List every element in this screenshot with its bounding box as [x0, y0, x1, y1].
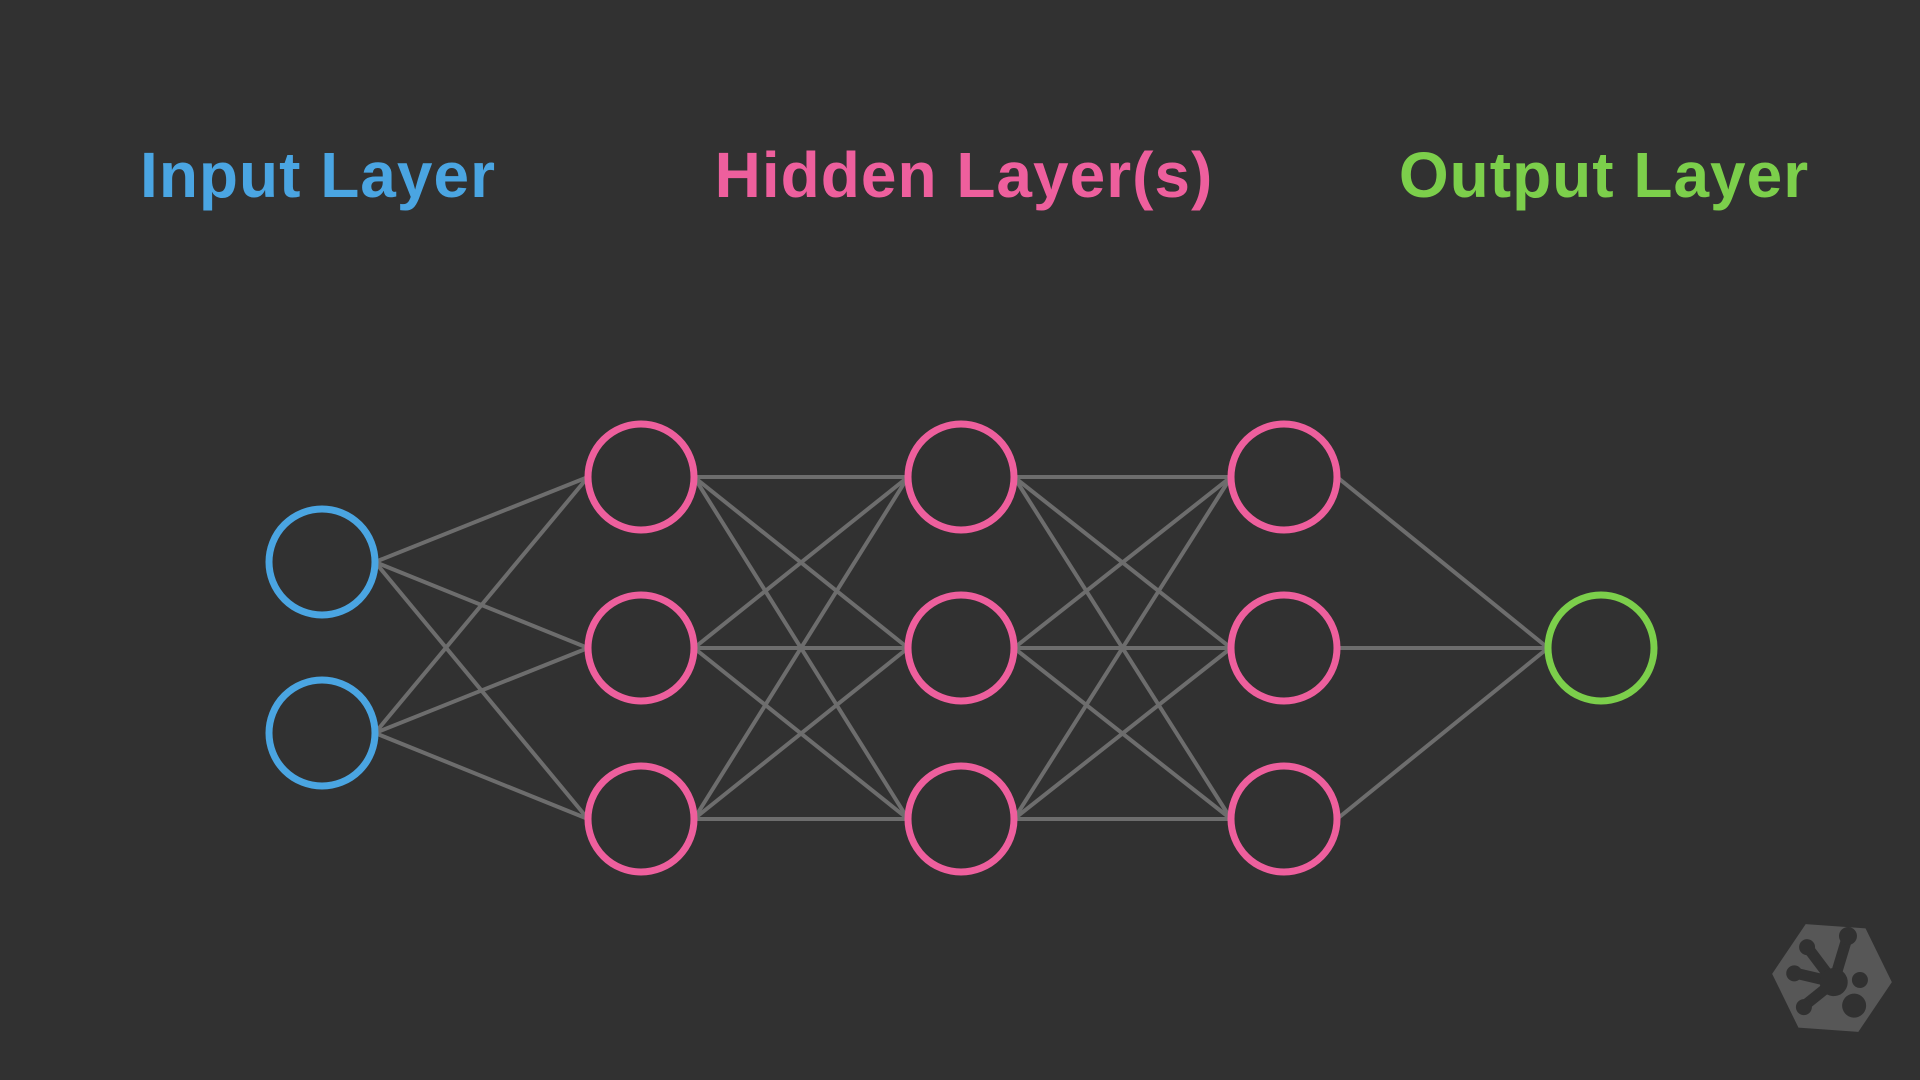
hidden-2-node [904, 762, 1018, 876]
network-edge [374, 646, 589, 735]
output-layer-label: Output Layer [1398, 139, 1810, 211]
hidden-3-node [1227, 591, 1341, 705]
network-edge [692, 475, 910, 650]
network-edge [1335, 646, 1550, 821]
input-layer-label: Input Layer [140, 139, 496, 211]
hidden-1-node [584, 591, 698, 705]
input-node [265, 676, 379, 790]
hidden-layer-label: Hidden Layer(s) [714, 139, 1214, 211]
hidden-1-node [584, 762, 698, 876]
hidden-2-node [904, 420, 1018, 534]
network-edge [692, 475, 910, 821]
network-edge [374, 731, 589, 821]
network-edge [1012, 475, 1233, 650]
network-edge [374, 475, 589, 564]
hidden-1-node [584, 420, 698, 534]
hidden-2-node [904, 591, 1018, 705]
network-edge [692, 646, 910, 821]
hidden-3-node [1227, 762, 1341, 876]
network-edge [373, 475, 590, 735]
hidden-3-node [1227, 420, 1341, 534]
output-node [1544, 591, 1658, 705]
network-edge [1012, 475, 1233, 821]
network-edge [1012, 646, 1233, 821]
network-edge [1335, 475, 1550, 650]
input-node [265, 505, 379, 619]
footprint-icon [1786, 927, 1868, 1018]
brand-logo [1772, 924, 1892, 1032]
